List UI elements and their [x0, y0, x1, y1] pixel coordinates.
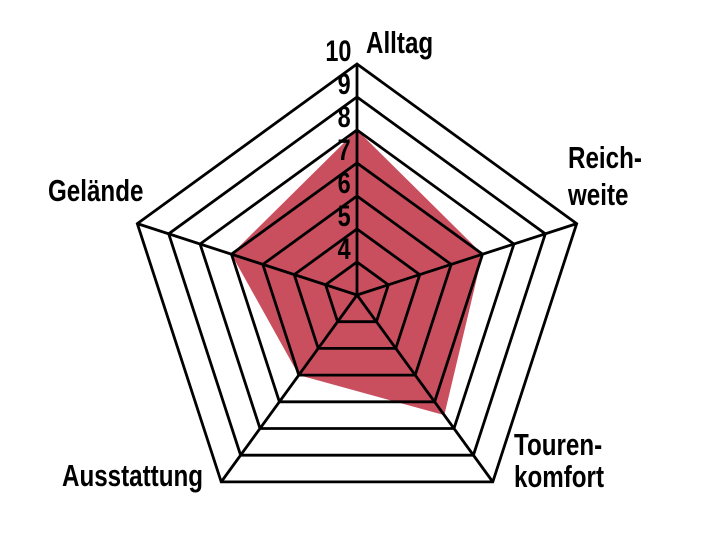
scale-tick-6: 6 — [337, 167, 351, 200]
axis-spoke-2 — [355, 294, 494, 483]
axis-label-tourenkomfort-line2: komfort — [514, 459, 605, 494]
grid-ring-10 — [135, 62, 579, 484]
grid-ring-9 — [167, 95, 547, 457]
grid-ring-5 — [292, 227, 422, 350]
axis-label-alltag: Alltag — [366, 25, 434, 60]
axis-label-reichweite-line2: weite — [568, 177, 629, 212]
grid-ring-4 — [323, 260, 391, 324]
axis-label-tourenkomfort: Touren- komfort — [514, 429, 604, 493]
scale-tick-8: 8 — [337, 101, 351, 134]
grid-ring-7 — [229, 161, 485, 404]
axis-label-ausstattung: Ausstattung — [62, 458, 204, 493]
scale-tick-5: 5 — [337, 200, 351, 233]
grid-ring-6 — [261, 194, 453, 377]
grid-layer — [135, 62, 579, 484]
axis-spoke-3 — [220, 294, 359, 483]
scale-tick-9: 9 — [337, 68, 351, 101]
axis-label-reichweite: Reich- weite — [568, 139, 642, 213]
axis-label-gelaende: Gelände — [48, 173, 144, 208]
scale-tick-7: 7 — [337, 134, 351, 167]
grid-ring-8 — [198, 128, 516, 430]
axis-spoke-4 — [136, 222, 358, 297]
axis-label-tourenkomfort-line1: Touren- — [514, 427, 603, 462]
axis-spoke-1 — [356, 222, 578, 297]
scale-tick-4: 4 — [337, 233, 351, 266]
scale-tick-10: 10 — [324, 35, 351, 68]
axis-label-reichweite-line1: Reich- — [568, 140, 642, 175]
